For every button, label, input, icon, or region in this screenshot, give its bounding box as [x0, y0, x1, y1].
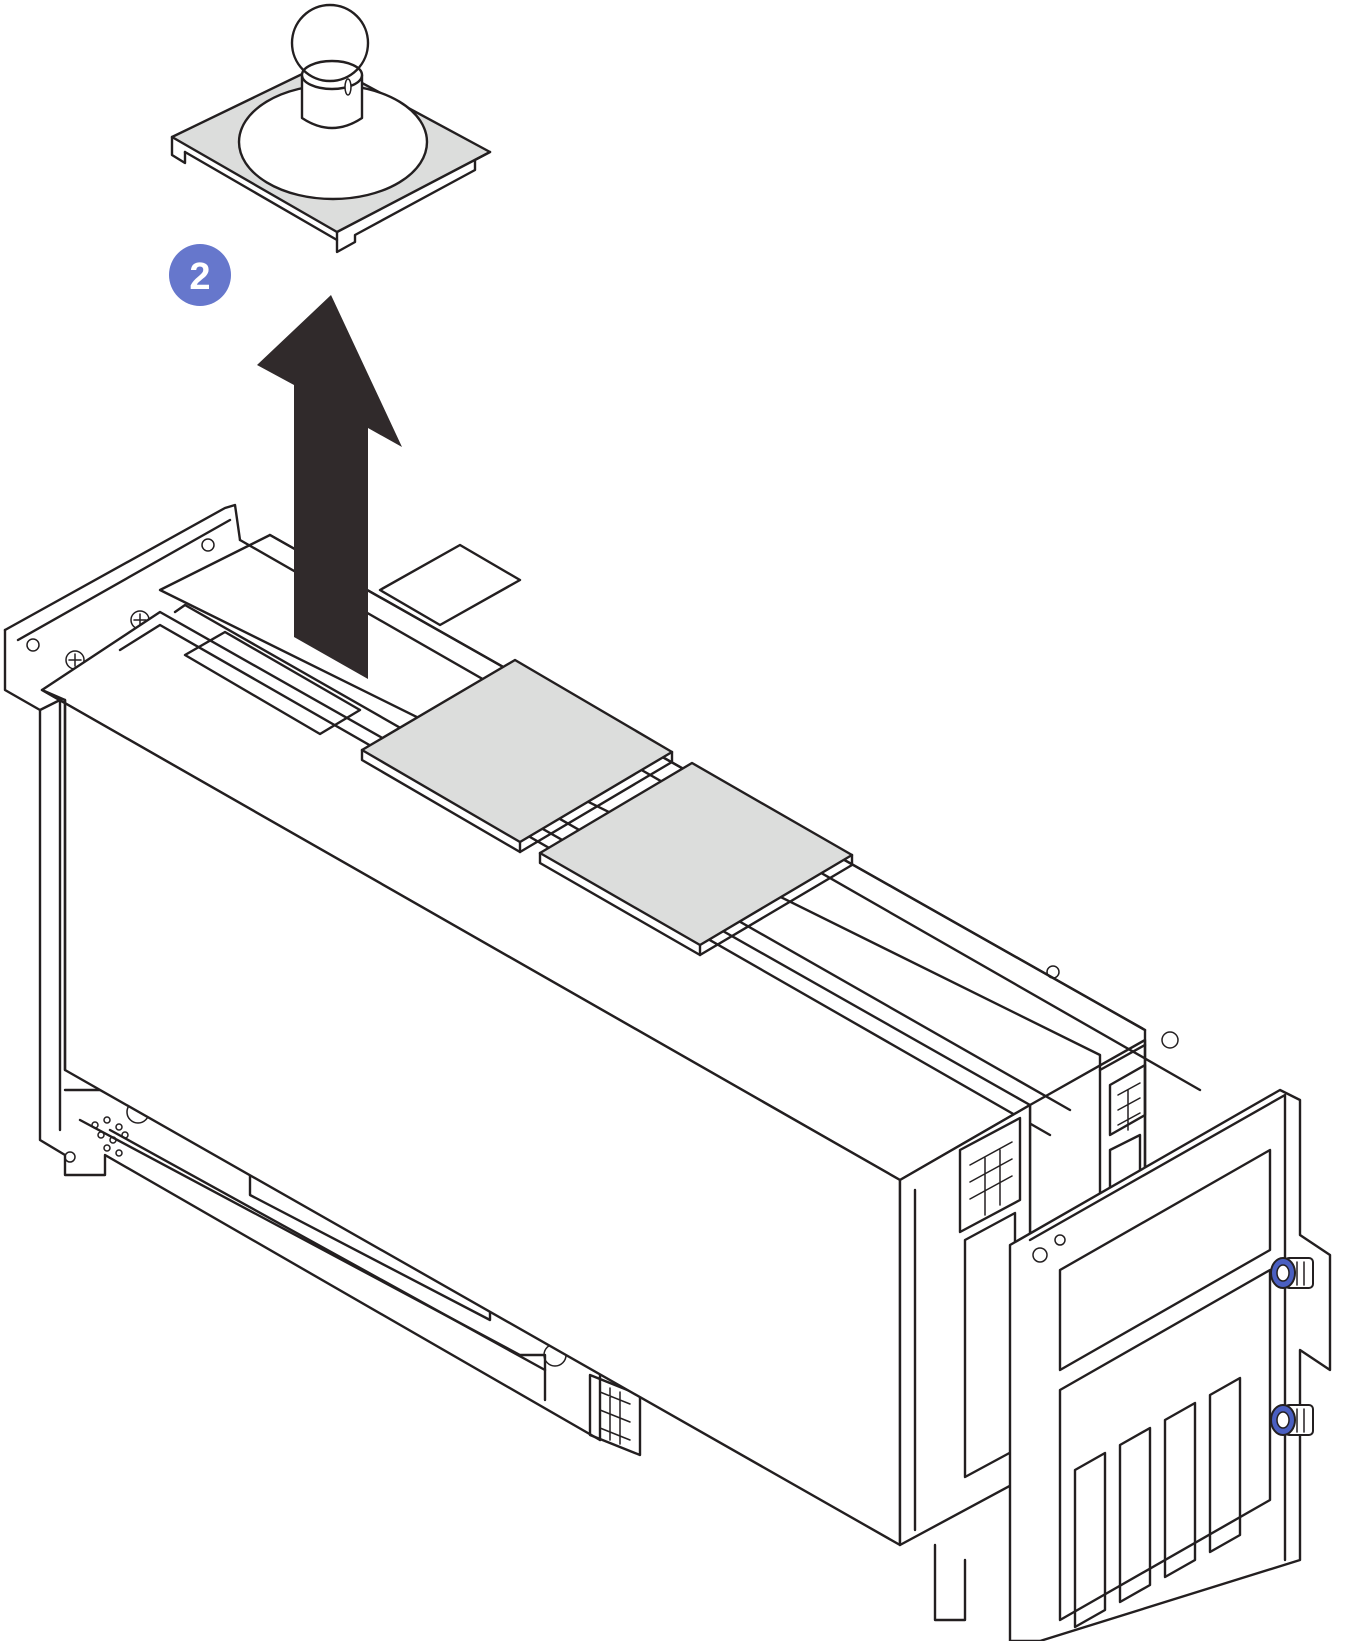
thumbscrew-icon	[1270, 1404, 1314, 1436]
gpu-front	[40, 603, 1072, 1547]
step-badge: 2	[169, 244, 231, 306]
thumbscrew-icon	[1270, 1257, 1314, 1289]
vent-holes	[91, 1116, 129, 1157]
lift-up-arrow-icon	[257, 295, 402, 679]
front-bracket	[933, 1088, 1332, 1641]
step-number: 2	[189, 256, 210, 298]
suction-cup-tool-icon	[170, 3, 492, 254]
thermal-pads	[360, 658, 854, 957]
